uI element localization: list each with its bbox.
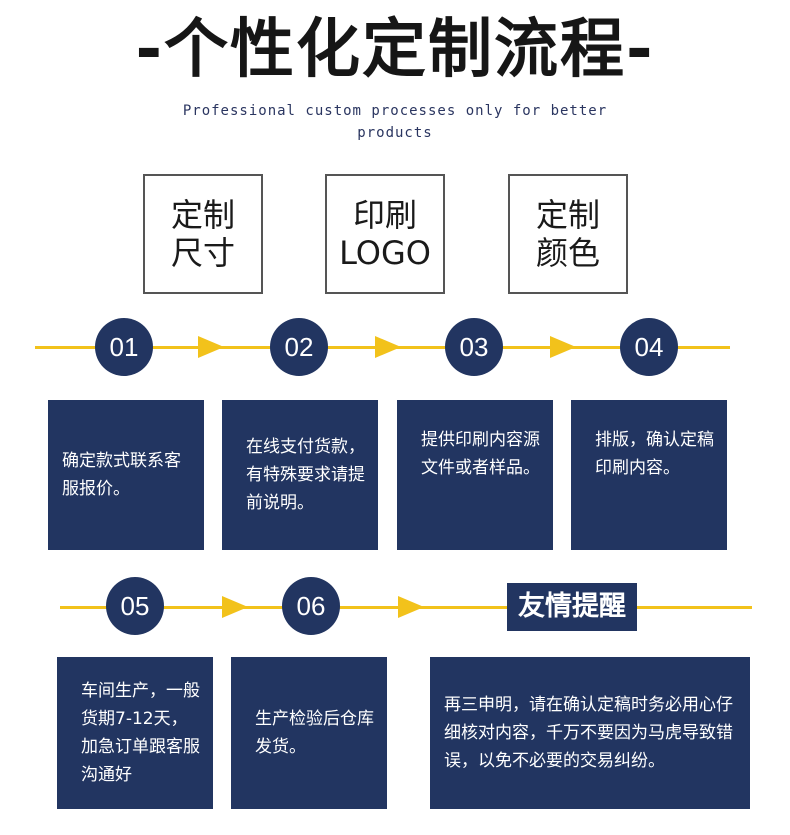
arrow-right-icon — [375, 336, 401, 358]
option-color-line1: 定制 — [535, 196, 600, 234]
step-number-01: 01 — [95, 318, 153, 376]
step-card-03: 提供印刷内容源文件或者样品。 — [397, 400, 553, 550]
step-text-06: 生产检验后仓库发货。 — [255, 709, 374, 757]
reminder-card: 再三申明，请在确认定稿时务必用心仔细核对内容，千万不要因为马虎导致错误，以免不必… — [430, 657, 750, 809]
page-subtitle: Professional custom processes only for b… — [182, 103, 608, 141]
step-text-05: 车间生产，一般货期7-12天，加急订单跟客服沟通好 — [81, 681, 200, 785]
step-number-04: 04 — [620, 318, 678, 376]
step-text-02: 在线支付货款，有特殊要求请提前说明。 — [246, 437, 365, 513]
option-color: 定制 颜色 — [508, 174, 628, 294]
step-number-06: 06 — [282, 577, 340, 635]
option-logo-line1: 印刷 — [352, 196, 417, 234]
step-card-04: 排版，确认定稿印刷内容。 — [571, 400, 727, 550]
step-text-04: 排版，确认定稿印刷内容。 — [595, 430, 714, 478]
option-logo: 印刷 LOGO — [325, 174, 445, 294]
step-number-02: 02 — [270, 318, 328, 376]
option-size-line1: 定制 — [170, 196, 235, 234]
step-number-03: 03 — [445, 318, 503, 376]
option-size-line2: 尺寸 — [170, 234, 235, 272]
reminder-text: 再三申明，请在确认定稿时务必用心仔细核对内容，千万不要因为马虎导致错误，以免不必… — [444, 695, 733, 771]
arrow-right-icon — [398, 596, 424, 618]
arrow-right-icon — [222, 596, 248, 618]
option-color-line2: 颜色 — [535, 234, 600, 272]
option-size: 定制 尺寸 — [143, 174, 263, 294]
step-number-05: 05 — [106, 577, 164, 635]
step-text-01: 确定款式联系客服报价。 — [62, 451, 181, 499]
step-card-01: 确定款式联系客服报价。 — [48, 400, 204, 550]
arrow-right-icon — [198, 336, 224, 358]
arrow-right-icon — [550, 336, 576, 358]
page-title: -个性化定制流程- — [135, 13, 655, 87]
reminder-label: 友情提醒 — [507, 583, 637, 631]
step-card-05: 车间生产，一般货期7-12天，加急订单跟客服沟通好 — [57, 657, 213, 809]
step-text-03: 提供印刷内容源文件或者样品。 — [421, 430, 540, 478]
step-card-06: 生产检验后仓库发货。 — [231, 657, 387, 809]
step-card-02: 在线支付货款，有特殊要求请提前说明。 — [222, 400, 378, 550]
option-logo-line2: LOGO — [339, 234, 431, 272]
